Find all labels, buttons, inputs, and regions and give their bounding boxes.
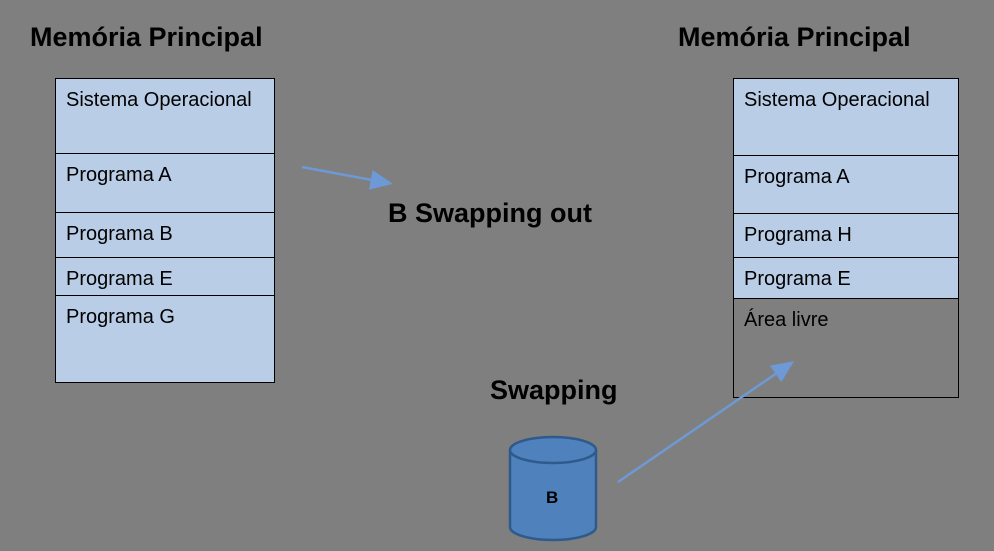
left-memory-cell-programa-g: Programa G (56, 296, 274, 382)
disk-label: B (546, 488, 559, 507)
left-memory-cell-os: Sistema Operacional (56, 79, 274, 154)
swapping-out-label: B Swapping out (388, 198, 592, 228)
right-memory-cell-programa-e: Programa E (734, 258, 958, 299)
right-memory-cell-programa-h: Programa H (734, 214, 958, 258)
left-memory-table: Sistema Operacional Programa A Programa … (55, 78, 275, 383)
right-memory-cell-programa-a: Programa A (734, 156, 958, 214)
left-memory-cell-programa-a: Programa A (56, 154, 274, 213)
right-memory-cell-os: Sistema Operacional (734, 79, 958, 156)
left-memory-title: Memória Principal (30, 22, 263, 52)
left-memory-cell-programa-e: Programa E (56, 258, 274, 296)
right-memory-cell-area-livre: Área livre (734, 299, 958, 397)
left-memory-cell-programa-b: Programa B (56, 213, 274, 258)
swap-out-arrow (301, 165, 393, 190)
right-memory-title: Memória Principal (678, 22, 911, 52)
swapping-label: Swapping (490, 375, 618, 405)
right-memory-table: Sistema Operacional Programa A Programa … (733, 78, 959, 398)
